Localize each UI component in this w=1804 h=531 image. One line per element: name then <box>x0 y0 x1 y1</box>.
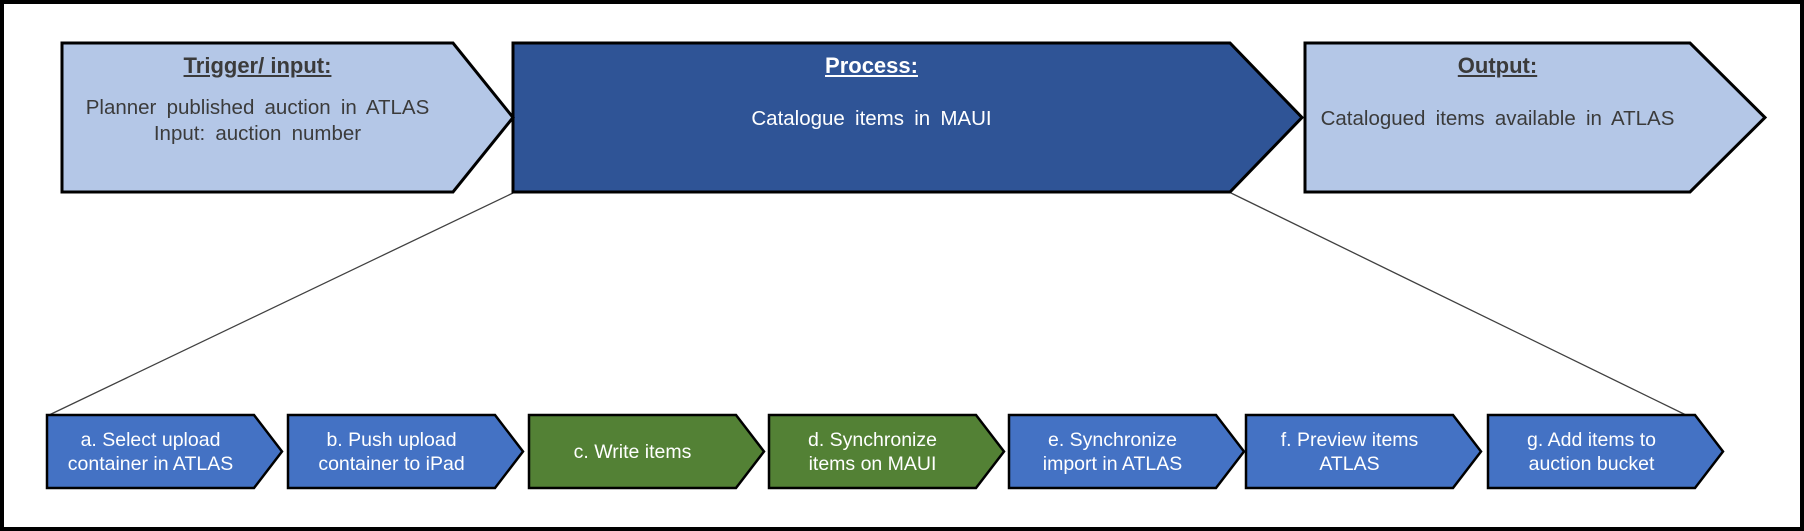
step-d-label: d. Synchronize items on MAUI <box>769 415 976 488</box>
trigger-body-line1: Planner published auction in ATLAS <box>85 96 430 119</box>
step-d-line1: d. Synchronize <box>808 428 937 451</box>
step-b-arrow-shape <box>286 413 525 490</box>
step-g-line2: auction bucket <box>1528 452 1655 475</box>
connector-line-left <box>46 192 514 417</box>
step-a-line2: container in ATLAS <box>67 452 234 475</box>
step-a-arrow-shape <box>45 413 284 490</box>
step-e-line1: e. Synchronize <box>1048 428 1177 451</box>
step-b-line1: b. Push upload <box>326 428 457 451</box>
step-e-line2: import in ATLAS <box>1042 452 1183 475</box>
process-textblock: Process: Catalogue items in MAUI <box>513 43 1230 192</box>
step-d-line2: items on MAUI <box>808 452 937 475</box>
step-f-label: f. Preview items ATLAS <box>1246 415 1453 488</box>
trigger-body-line2: Input: auction number <box>153 122 362 145</box>
output-title: Output: <box>1457 53 1538 78</box>
step-a-label: a. Select upload container in ATLAS <box>47 415 254 488</box>
step-c-arrow-shape <box>527 413 766 490</box>
step-b-line2: container to iPad <box>318 452 465 475</box>
step-f-arrow-shape <box>1244 413 1483 490</box>
connector-line-right <box>1230 192 1687 416</box>
step-f-line1: f. Preview items <box>1280 428 1419 451</box>
output-arrow-shape <box>1303 41 1768 194</box>
process-title: Process: <box>825 53 918 78</box>
trigger-body: Planner published auction in ATLAS Input… <box>62 95 453 147</box>
step-g-arrow-shape <box>1486 413 1725 490</box>
trigger-arrow-shape <box>60 41 515 194</box>
step-c-label: c. Write items <box>529 415 736 488</box>
step-d-arrow-shape <box>767 413 1006 490</box>
step-e-label: e. Synchronize import in ATLAS <box>1009 415 1216 488</box>
step-e-arrow-shape <box>1007 413 1246 490</box>
process-arrow-shape <box>511 41 1305 194</box>
output-textblock: Output: Catalogued items available in AT… <box>1305 43 1690 192</box>
step-f-line2: ATLAS <box>1319 452 1380 475</box>
output-body: Catalogued items available in ATLAS <box>1320 107 1675 130</box>
trigger-textblock: Trigger/ input: Planner published auctio… <box>62 43 453 192</box>
step-g-line1: g. Add items to <box>1527 428 1656 451</box>
step-c-line1: c. Write items <box>573 440 692 463</box>
step-g-label: g. Add items to auction bucket <box>1488 415 1695 488</box>
process-body: Catalogue items in MAUI <box>751 107 992 130</box>
step-b-label: b. Push upload container to iPad <box>288 415 495 488</box>
trigger-title: Trigger/ input: <box>183 53 332 78</box>
step-a-line1: a. Select upload <box>80 428 221 451</box>
